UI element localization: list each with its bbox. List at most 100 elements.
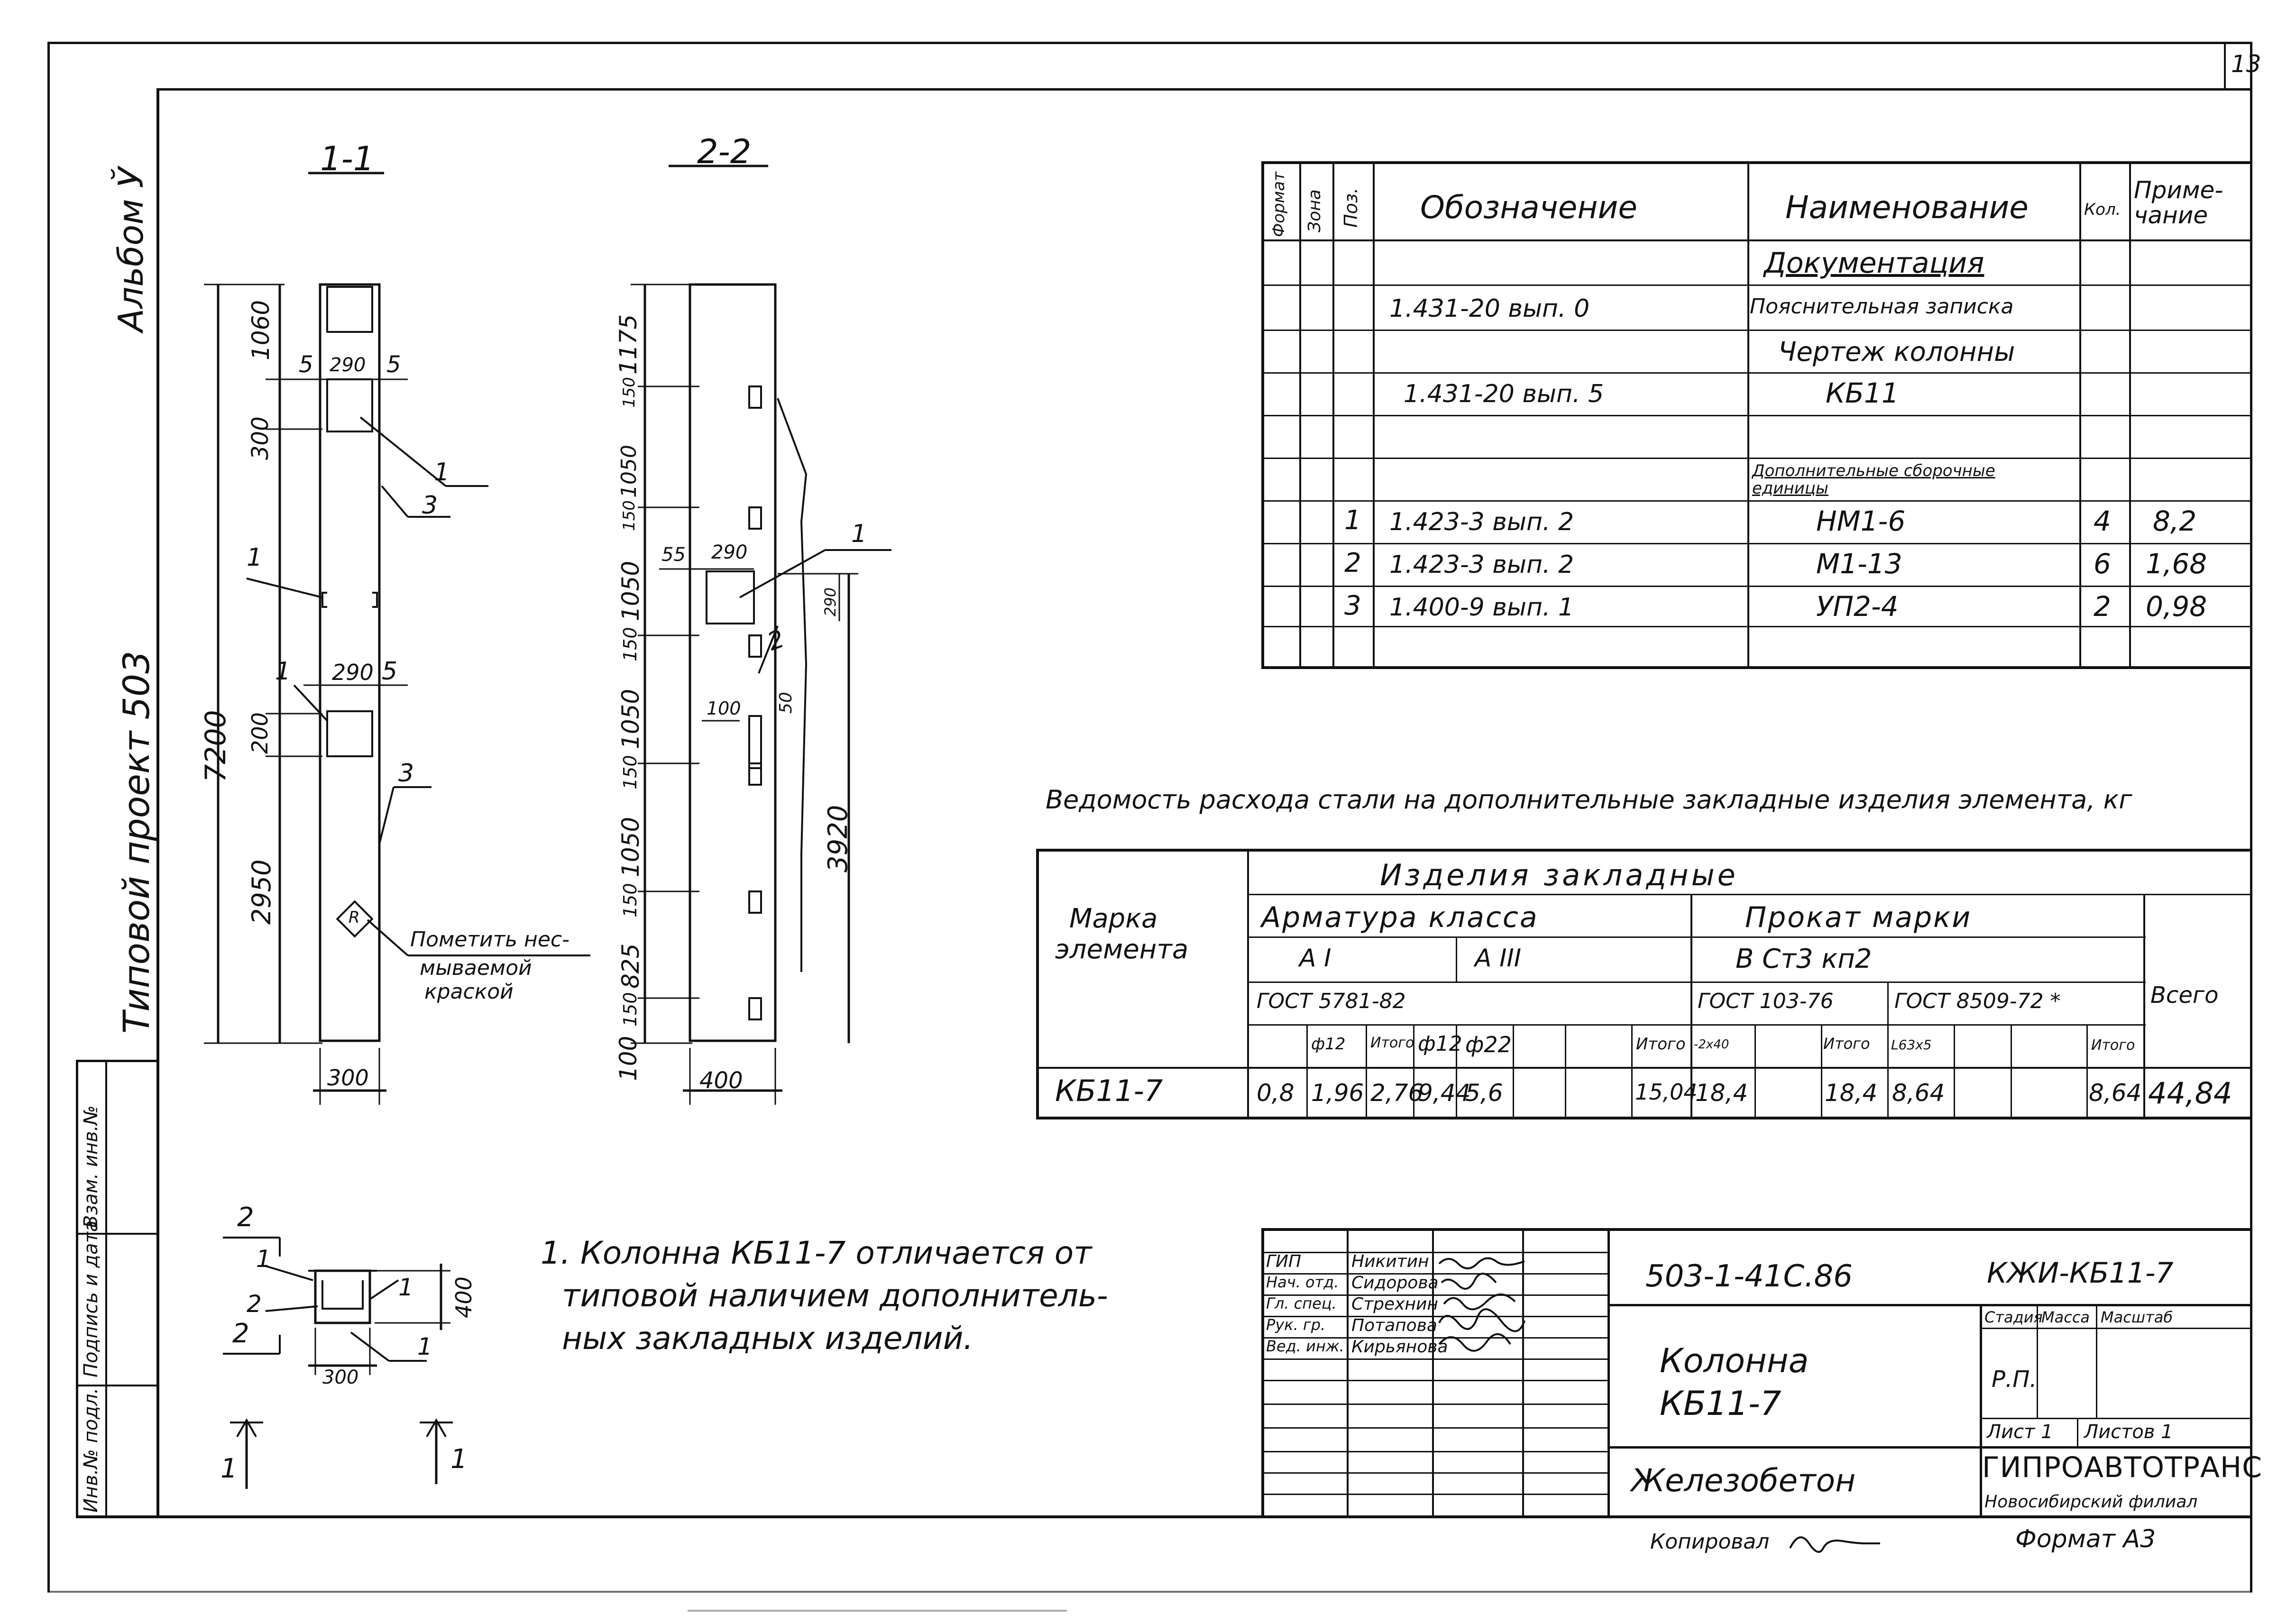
- steel-sub-3: ф12: [1418, 1032, 1462, 1056]
- plan-pos2: 2: [247, 1290, 262, 1318]
- steel-h-steel: В Ст3 кп2: [1736, 944, 1872, 974]
- plan-arrow-1-right: 1: [450, 1444, 468, 1475]
- steel-sub-2: Итого: [1370, 1035, 1414, 1051]
- steel-cell-3: 9,44: [1418, 1079, 1471, 1107]
- steel-cell-13: 8,64: [2089, 1079, 2142, 1107]
- spec-row-7-note: 8,2: [2153, 505, 2197, 537]
- scale-header: Масштаб: [2101, 1308, 2173, 1326]
- dim-290-top: 290: [330, 354, 366, 376]
- plan-cut-bottom: 2: [232, 1318, 249, 1349]
- steel-h-AIII: А III: [1475, 944, 1522, 973]
- spec-row-8-note: 1,68: [2146, 548, 2207, 580]
- steel-sub-10: L63х5: [1891, 1037, 1932, 1053]
- label-1-1-pos1c: 1: [275, 657, 291, 686]
- label-2-2-pos1: 1: [851, 520, 867, 548]
- dim-2950: 2950: [247, 859, 276, 925]
- dim-3920: 3920: [823, 805, 854, 872]
- dim-150-c: 150: [620, 627, 641, 661]
- steel-cell-6: 15,04: [1635, 1079, 1698, 1105]
- role-2: Нач. отд.: [1266, 1273, 1339, 1291]
- steel-h-rolled: Прокат марки: [1745, 901, 1972, 934]
- dim-290-mid: 290: [332, 660, 374, 685]
- spec-row-2-name: Пояснительная записка: [1750, 294, 2014, 319]
- spec-row-7-qty: 4: [2094, 505, 2111, 537]
- dim-290-2-2: 290: [711, 541, 748, 563]
- section-2-2-title: 2-2: [697, 132, 752, 171]
- sheets-total: Листов 1: [2084, 1421, 2173, 1443]
- dim-300-bottom: 300: [327, 1065, 369, 1091]
- dim-5-mid: 5: [382, 657, 398, 686]
- steel-cell-4: 5,6: [1465, 1079, 1503, 1107]
- name-2: Сидорова: [1351, 1273, 1439, 1293]
- label-1-1-pos3: 3: [422, 491, 438, 520]
- copied-by: Копировал: [1650, 1530, 1770, 1554]
- steel-h-mark-2: элемента: [1055, 934, 1189, 965]
- spec-row-1-name: Документация: [1764, 247, 1984, 280]
- spec-row-8-designation: 1.423-3 вып. 2: [1389, 551, 1574, 579]
- label-1-1-pos3b: 3: [398, 759, 414, 788]
- mass-header: Масса: [2041, 1308, 2090, 1326]
- dim-5-right: 5: [386, 351, 401, 378]
- stage-value: Р.П.: [1992, 1366, 2037, 1393]
- signatures: [1438, 1257, 1525, 1352]
- dim-150-f: 150: [620, 992, 641, 1027]
- spec-row-8-name: М1-13: [1816, 548, 1902, 580]
- title-line-2: КБ11-7: [1660, 1384, 1782, 1423]
- paint-mark: R: [349, 908, 360, 927]
- name-4: Потапова: [1351, 1316, 1437, 1335]
- steel-caption: Ведомость расхода стали на дополнительны…: [1046, 785, 2132, 815]
- dim-100-2-2: 100: [707, 698, 741, 719]
- spec-row-2-designation: 1.431-20 вып. 0: [1389, 294, 1590, 323]
- steel-h-gost2: ГОСТ 103-76: [1698, 989, 1834, 1013]
- name-1: Никитин: [1351, 1252, 1429, 1271]
- dim-290-vert: 290: [821, 587, 839, 616]
- steel-h-gost3: ГОСТ 8509-72 *: [1894, 989, 2061, 1013]
- spec-row-3-name: Чертеж колонны: [1778, 337, 2015, 367]
- steel-h-total: Всего: [2150, 982, 2219, 1009]
- dim-400-bottom: 400: [699, 1067, 743, 1094]
- steel-sub-1: ф12: [1311, 1035, 1346, 1054]
- steel-cell-0: 0,8: [1257, 1079, 1295, 1107]
- spec-row-9-note: 0,98: [2146, 590, 2207, 623]
- dim-7200: 7200: [199, 710, 232, 782]
- spec-h-designation: Обозначение: [1420, 189, 1637, 226]
- spec-h-qty: Кол.: [2084, 200, 2121, 219]
- dim-1050-b: 1050: [617, 560, 644, 621]
- spec-row-8-pos: 2: [1344, 548, 1361, 578]
- spec-row-7-pos: 1: [1344, 505, 1361, 536]
- role-3: Гл. спец.: [1266, 1294, 1337, 1312]
- steel-sub-4: ф22: [1465, 1032, 1512, 1057]
- dim-150-e: 150: [620, 883, 641, 918]
- dim-55: 55: [661, 544, 686, 566]
- steel-cell-7: 18,4: [1695, 1079, 1748, 1107]
- plan-arrow-1-left: 1: [220, 1453, 238, 1484]
- spec-row-7-name: НМ1-6: [1816, 505, 1906, 537]
- doc-code-series: 503-1-41С.86: [1645, 1259, 1853, 1294]
- steel-h-rebar: Арматура класса: [1261, 901, 1539, 934]
- spec-row-9-designation: 1.400-9 вып. 1: [1389, 593, 1574, 622]
- spec-row-9-qty: 2: [2094, 590, 2111, 623]
- dim-825: 825: [617, 943, 644, 989]
- copied-signature: [1789, 1536, 1880, 1553]
- plan-pos1b: 1: [398, 1274, 413, 1301]
- plan-pos1a: 1: [256, 1245, 271, 1273]
- note-line-3: ных закладных изделий.: [562, 1320, 974, 1357]
- steel-sub-7: -2х40: [1694, 1037, 1729, 1052]
- dim-100: 100: [615, 1036, 642, 1081]
- org-branch: Новосибирский филиал: [1984, 1492, 2198, 1512]
- dim-150-b: 150: [620, 500, 639, 531]
- role-5: Вед. инж.: [1266, 1337, 1344, 1355]
- plan-width-300: 300: [322, 1367, 359, 1388]
- spec-row-7-designation: 1.423-3 вып. 2: [1389, 508, 1574, 536]
- dim-5-left: 5: [299, 351, 313, 378]
- dim-1175: 1175: [615, 314, 642, 375]
- spec-row-4-designation: 1.431-20 вып. 5: [1404, 380, 1604, 408]
- steel-h-items: Изделия закладные: [1380, 858, 1738, 892]
- plan-height-400: 400: [451, 1276, 477, 1318]
- spec-row-8-qty: 6: [2094, 548, 2111, 580]
- stage-header: Стадия: [1984, 1308, 2043, 1326]
- note-line-2: типовой наличием дополнитель-: [562, 1277, 1108, 1314]
- plan-pos1c: 1: [417, 1333, 432, 1360]
- steel-cell-14: 44,84: [2148, 1076, 2232, 1110]
